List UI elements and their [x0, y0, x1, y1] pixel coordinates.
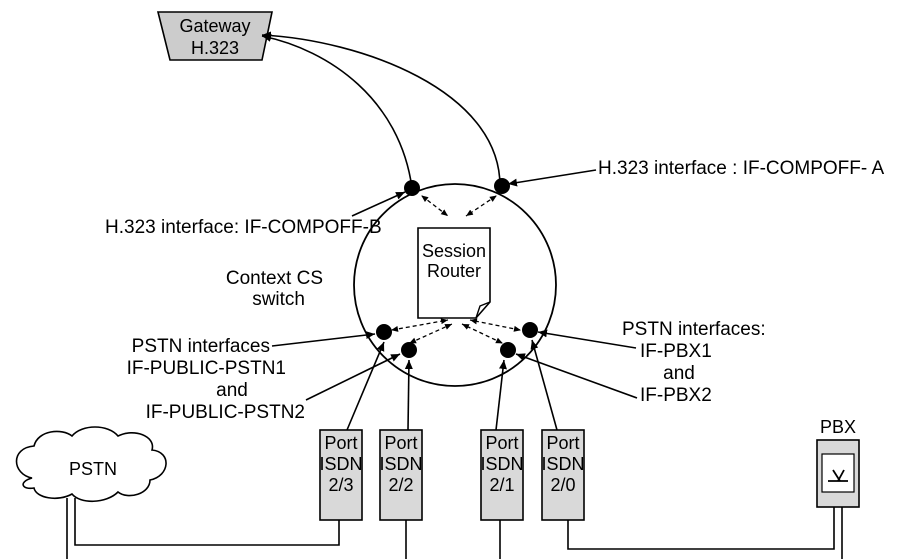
- interface-dot-pstn2: [401, 342, 417, 358]
- label-h323-b: H.323 interface: IF-COMPOFF-B: [105, 217, 382, 238]
- label-pstn-left-2: IF-PUBLIC-PSTN1: [127, 358, 286, 379]
- pointer-h323-b: [351, 191, 406, 217]
- label-pstn-left-3: and: [216, 380, 248, 401]
- gateway-node: Gateway H.323: [156, 11, 273, 61]
- label-pstn-left-4: IF-PUBLIC-PSTN2: [146, 402, 305, 423]
- pointer-pstn1: [271, 331, 376, 347]
- dashed-link-h323-a: [465, 195, 497, 217]
- label-pstn-right-3: and: [663, 363, 695, 384]
- label-pstn-right-1: PSTN interfaces:: [622, 319, 766, 340]
- port-label-3: 2/1: [489, 475, 514, 495]
- label-context-2: switch: [252, 289, 305, 310]
- port-label-3: 2/2: [388, 475, 413, 495]
- h323-b-link: [261, 33, 413, 189]
- port-label-1: Port: [546, 433, 579, 453]
- dashed-link-pbx1: [469, 318, 521, 332]
- port-label-2: ISDN: [319, 454, 362, 474]
- pbx-inner: [821, 453, 855, 493]
- port-label-3: 2/0: [550, 475, 575, 495]
- pstn-cloud-label: PSTN: [69, 459, 117, 479]
- port-2-3-to-pstn1: [346, 341, 385, 431]
- port-isdn-2-2: Port ISDN 2/2: [379, 429, 423, 521]
- port-2-1-to-pbx2: [495, 359, 507, 431]
- port-box: [379, 429, 423, 521]
- label-h323-a: H.323 interface : IF-COMPOFF- A: [598, 158, 884, 179]
- session-router: Session Router: [417, 227, 491, 319]
- pbx-line-a: [567, 507, 835, 550]
- port-label-3: 2/3: [328, 475, 353, 495]
- pointer-pbx1: [537, 329, 637, 349]
- interface-dot-pbx2: [500, 342, 516, 358]
- port-label-2: ISDN: [541, 454, 584, 474]
- port-box: [480, 429, 524, 521]
- session-router-label-2: Router: [427, 261, 481, 281]
- switch-icon: [828, 469, 848, 482]
- dashed-link-h323-b: [421, 195, 449, 217]
- pointer-pstn2: [305, 353, 401, 401]
- port-label-2: ISDN: [379, 454, 422, 474]
- port-box: [541, 429, 585, 521]
- pstn-line-b: [74, 498, 340, 546]
- dashed-link-pstn1: [391, 318, 449, 332]
- session-router-fold: [475, 301, 491, 319]
- port-isdn-2-3: Port ISDN 2/3: [319, 429, 363, 521]
- session-router-shape: [417, 227, 491, 319]
- port-label-1: Port: [485, 433, 518, 453]
- port-2-0-to-pbx1: [530, 339, 558, 431]
- port-2-2-to-pstn2: [404, 359, 413, 431]
- gateway-shape: [156, 11, 273, 61]
- port-isdn-2-0: Port ISDN 2/0: [541, 429, 585, 521]
- port-label-1: Port: [324, 433, 357, 453]
- dashed-link-pbx2: [461, 323, 503, 344]
- interface-dot-pbx1: [522, 322, 538, 338]
- label-pstn-left-1: PSTN interfaces: [132, 336, 270, 357]
- label-pstn-right-2: IF-PBX1: [640, 341, 712, 362]
- pbx-label: PBX: [820, 417, 856, 437]
- interface-dot-pstn1: [376, 324, 392, 340]
- label-pstn-right-4: IF-PBX2: [640, 385, 712, 406]
- cloud-shape: [15, 426, 167, 503]
- context-switch-circle: [353, 183, 557, 387]
- h323-a-link: [261, 31, 501, 187]
- gateway-label-1: Gateway: [179, 16, 250, 36]
- port-label-2: ISDN: [480, 454, 523, 474]
- port-label-1: Port: [384, 433, 417, 453]
- interface-dot-h323-b: [404, 180, 420, 196]
- pointer-h323-a: [507, 169, 597, 187]
- gateway-label-2: H.323: [191, 38, 239, 58]
- session-router-label-1: Session: [422, 241, 486, 261]
- port-box: [319, 429, 363, 521]
- pointer-pbx2: [515, 353, 638, 399]
- label-context-1: Context CS: [226, 268, 323, 289]
- pstn-cloud: PSTN: [15, 426, 167, 503]
- dashed-link-pstn2: [409, 323, 453, 344]
- port-isdn-2-1: Port ISDN 2/1: [480, 429, 524, 521]
- pbx-node: PBX: [816, 417, 860, 508]
- interface-dot-h323-a: [494, 178, 510, 194]
